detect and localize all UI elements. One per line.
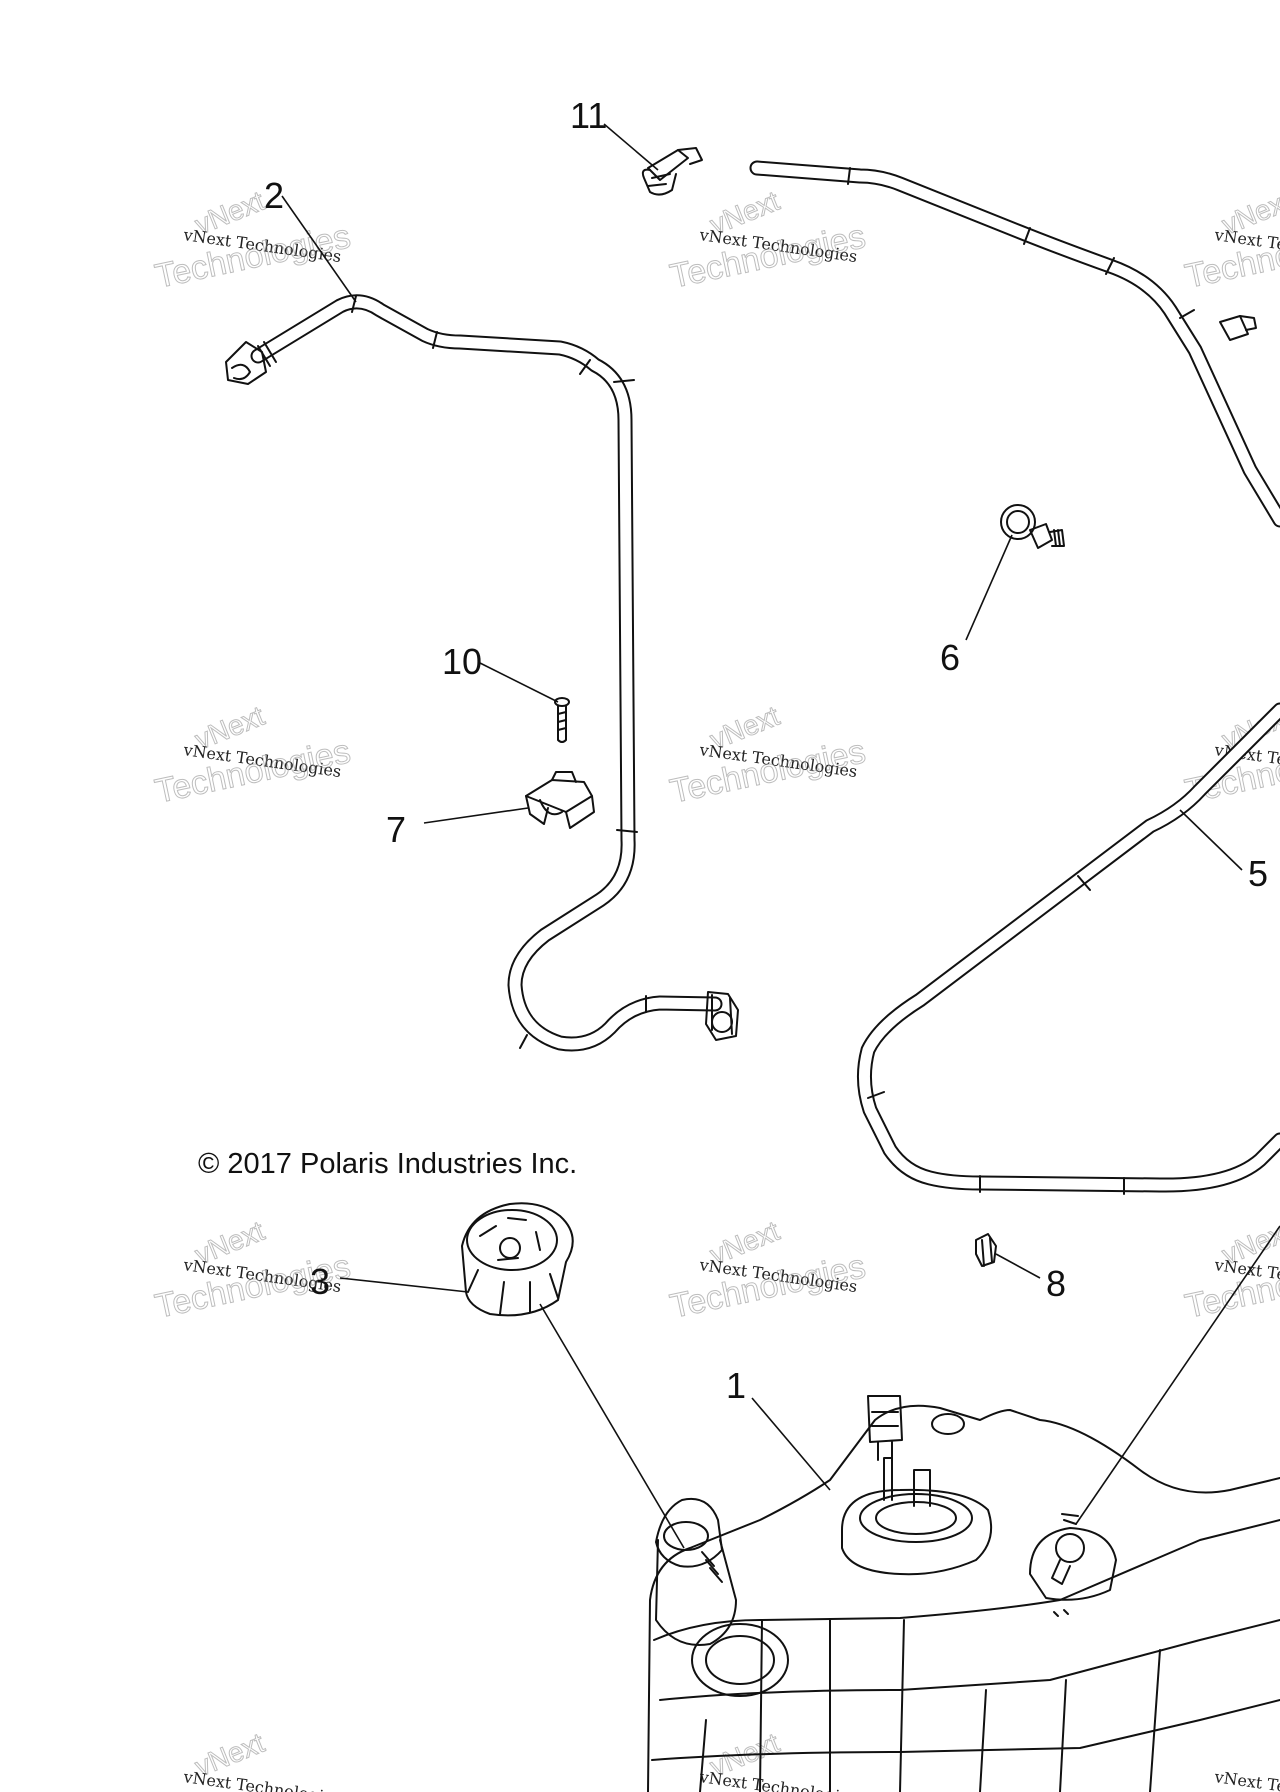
leader-8 bbox=[995, 1253, 1041, 1279]
callout-10: 10 bbox=[442, 641, 482, 682]
hose-clamp bbox=[1000, 504, 1065, 549]
svg-text:vNext Technologies: vNext Technologies bbox=[181, 1767, 342, 1792]
svg-text:Technologies: Technologies bbox=[152, 732, 354, 810]
callout-1: 1 bbox=[726, 1365, 746, 1406]
callout-8: 8 bbox=[1046, 1263, 1066, 1304]
watermark-12: vNext Technologies bbox=[1212, 1767, 1280, 1792]
watermark-group: vNext vNext Technologies Technologies vN… bbox=[151, 184, 1280, 1792]
leader-2 bbox=[281, 195, 357, 303]
leader-5 bbox=[1179, 809, 1243, 871]
leader-11 bbox=[603, 123, 659, 171]
watermark-9: vNext vNext Technologies Technologies bbox=[1181, 1214, 1280, 1326]
watermark-8: vNext vNext Technologies Technologies bbox=[666, 1214, 869, 1326]
watermark-10: vNext vNext Technologies bbox=[181, 1726, 342, 1792]
fuel-tank bbox=[647, 1395, 1280, 1792]
svg-text:vNext Technologies: vNext Technologies bbox=[1212, 1767, 1280, 1792]
vent-fitting-upper-right bbox=[1219, 315, 1257, 341]
leader-7 bbox=[423, 807, 529, 824]
copyright-notice: © 2017 Polaris Industries Inc. bbox=[198, 1148, 577, 1180]
leader-6 bbox=[965, 534, 1013, 641]
callout-6: 6 bbox=[940, 637, 960, 678]
elbow-fitting bbox=[641, 147, 703, 196]
callout-5: 5 bbox=[1248, 853, 1268, 894]
hose-clip bbox=[525, 771, 595, 829]
quick-connect-fitting-lower bbox=[705, 991, 739, 1041]
watermark-4: vNext vNext Technologies Technologies bbox=[151, 699, 354, 811]
svg-text:vNext Technologies: vNext Technologies bbox=[697, 1767, 858, 1792]
screw bbox=[554, 697, 570, 743]
watermark-11: vNext vNext Technologies bbox=[697, 1726, 858, 1792]
small-clip bbox=[975, 1233, 997, 1267]
watermark-3: vNext vNext Technologies Technologies bbox=[1181, 184, 1280, 296]
watermark-1: vNext vNext Technologies Technologies bbox=[151, 184, 354, 296]
callout-7: 7 bbox=[386, 809, 406, 850]
leader-3 bbox=[339, 1277, 469, 1293]
vent-line-hose bbox=[749, 160, 1280, 1195]
callout-11: 11 bbox=[570, 95, 607, 136]
leader-lines bbox=[281, 123, 1280, 1549]
watermark-5: vNext vNext Technologies Technologies bbox=[666, 699, 869, 811]
leader-1 bbox=[751, 1397, 831, 1491]
svg-text:Technologies: Technologies bbox=[667, 217, 869, 295]
fuel-line-hose bbox=[250, 294, 723, 1052]
watermark-2: vNext vNext Technologies Technologies bbox=[666, 184, 869, 296]
leader-valve bbox=[1075, 1225, 1280, 1525]
fuel-cap bbox=[461, 1202, 574, 1317]
callouts: 1 2 3 5 6 7 8 10 11 bbox=[264, 95, 1268, 1406]
callout-2: 2 bbox=[264, 175, 284, 216]
callout-3: 3 bbox=[310, 1261, 330, 1302]
svg-text:Technologies: Technologies bbox=[667, 732, 869, 810]
leader-10 bbox=[477, 661, 559, 703]
leader-3-cap-to-neck bbox=[539, 1303, 685, 1549]
svg-text:Technologies: Technologies bbox=[667, 1247, 869, 1325]
quick-connect-fitting-left bbox=[225, 341, 277, 385]
